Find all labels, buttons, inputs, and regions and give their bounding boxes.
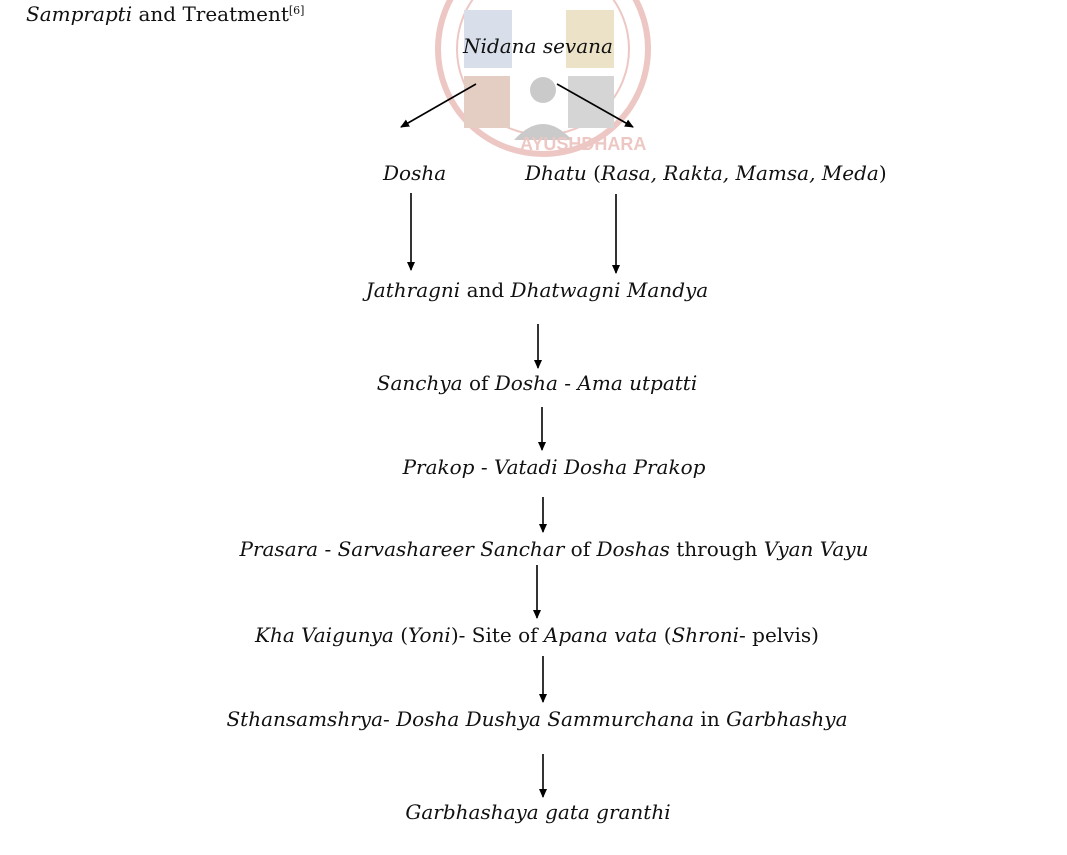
sthana-a: Sthansamshrya — [226, 707, 383, 731]
kha-c: Yoni — [408, 623, 451, 647]
sthana-b: - — [383, 707, 397, 731]
agni-b: and — [460, 278, 511, 302]
kha-d: )- Site of — [450, 623, 544, 647]
prakop-c: Vatadi Dosha Prakop — [493, 455, 706, 479]
nidana-text: Nidana sevana — [463, 34, 613, 58]
prasara-g: Vyan Vayu — [763, 537, 869, 561]
dosha-text: Dosha — [383, 161, 447, 185]
prakop-b: - — [474, 455, 494, 479]
section-heading: Samprapti and Treatment[6] — [26, 2, 304, 26]
node-dosha: Dosha — [383, 162, 446, 185]
prasara-a: Prasara — [239, 537, 319, 561]
agni-c: Dhatwagni Mandya — [510, 278, 709, 302]
node-sthansamshrya: Sthansamshrya- Dosha Dushya Sammurchana … — [226, 708, 847, 731]
sanchya-b: of — [462, 371, 495, 395]
prasara-c: Sarvashareer Sanchar — [337, 537, 565, 561]
heading-term: Samprapti — [26, 2, 133, 26]
sanchya-d: - — [557, 371, 578, 395]
sthana-d: in — [694, 707, 727, 731]
sanchya-a: Sanchya — [376, 371, 463, 395]
watermark-text: AYUSHDHARA — [520, 134, 646, 154]
prasara-d: of — [564, 537, 597, 561]
kha-g: Shroni — [671, 623, 740, 647]
kha-b: ( — [393, 623, 409, 647]
kha-f: ( — [657, 623, 672, 647]
dhatu-word: Dhatu — [525, 161, 587, 185]
watermark-seal: AYUSHDHARA — [435, 0, 651, 157]
node-prasara: Prasara - Sarvashareer Sanchar of Doshas… — [239, 538, 868, 561]
sthana-e: Garbhashya — [726, 707, 848, 731]
node-sanchya: Sanchya of Dosha - Ama utpatti — [377, 372, 697, 395]
prasara-f: through — [669, 537, 764, 561]
prasara-e: Doshas — [596, 537, 670, 561]
sanchya-c: Dosha — [494, 371, 558, 395]
kha-e: Apana vata — [543, 623, 658, 647]
heading-rest: and Treatment — [132, 2, 289, 26]
node-prakop: Prakop - Vatadi Dosha Prakop — [403, 456, 706, 479]
node-nidana-sevana: Nidana sevana — [463, 35, 613, 58]
dhatu-close: ) — [878, 161, 887, 185]
dhatu-list: Rasa, Rakta, Mamsa, Meda — [600, 161, 879, 185]
node-garbhashaya-granthi: Garbhashaya gata granthi — [405, 801, 670, 824]
sanchya-e: Ama utpatti — [577, 371, 698, 395]
sthana-c: Dosha Dushya Sammurchana — [396, 707, 695, 731]
node-kha-vaigunya: Kha Vaigunya (Yoni)- Site of Apana vata … — [255, 624, 819, 647]
garbha-text: Garbhashaya gata granthi — [405, 800, 671, 824]
heading-reference: [6] — [288, 4, 305, 17]
node-dhatu: Dhatu (Rasa, Rakta, Mamsa, Meda) — [525, 162, 887, 185]
node-agni-mandya: Jathragni and Dhatwagni Mandya — [366, 279, 708, 302]
arrow-nidana-to-dosha — [400, 83, 477, 128]
kha-h: - pelvis) — [739, 623, 819, 647]
agni-a: Jathragni — [365, 278, 461, 302]
prakop-a: Prakop — [402, 455, 475, 479]
dhatu-open: ( — [586, 161, 601, 185]
prasara-b: - — [318, 537, 338, 561]
kha-a: Kha Vaigunya — [255, 623, 394, 647]
arrow-nidana-to-dhatu — [556, 83, 634, 128]
